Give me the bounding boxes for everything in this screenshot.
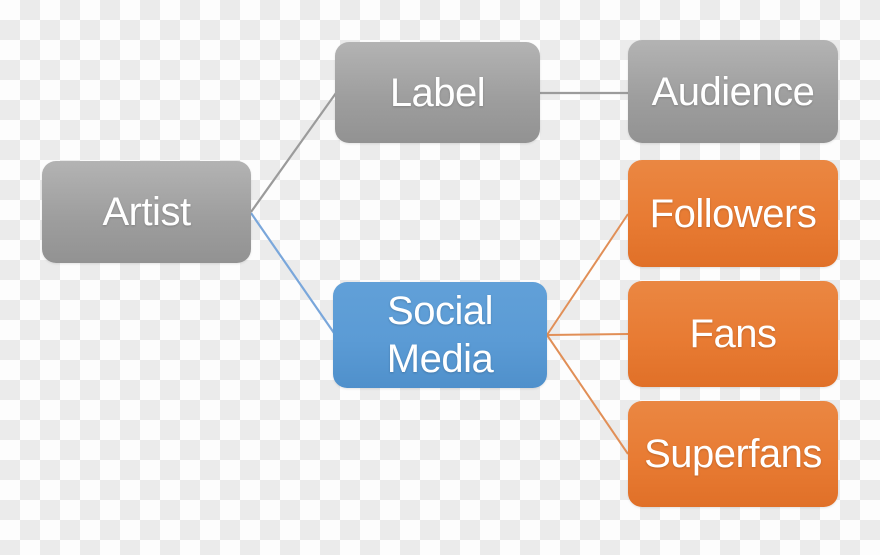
edge-social-media-superfans xyxy=(546,334,629,455)
node-superfans-label: Superfans xyxy=(644,432,822,476)
node-artist-label: Artist xyxy=(102,190,191,234)
node-label: Label xyxy=(335,42,540,143)
edge-artist-social-media xyxy=(250,212,335,334)
edge-artist-label xyxy=(250,92,337,213)
node-social-media: Social Media xyxy=(333,282,547,388)
node-artist: Artist xyxy=(42,161,251,263)
node-social-media-label: Social Media xyxy=(386,289,494,381)
node-followers-label: Followers xyxy=(649,191,817,236)
node-followers: Followers xyxy=(628,160,838,267)
edge-social-media-followers xyxy=(546,213,629,336)
node-audience-label: Audience xyxy=(651,69,815,114)
node-fans: Fans xyxy=(628,281,838,387)
node-superfans: Superfans xyxy=(628,401,838,507)
node-label-label: Label xyxy=(389,70,486,115)
edge-social-media-fans xyxy=(546,333,629,336)
node-audience: Audience xyxy=(628,40,838,143)
node-fans-label: Fans xyxy=(689,312,777,356)
